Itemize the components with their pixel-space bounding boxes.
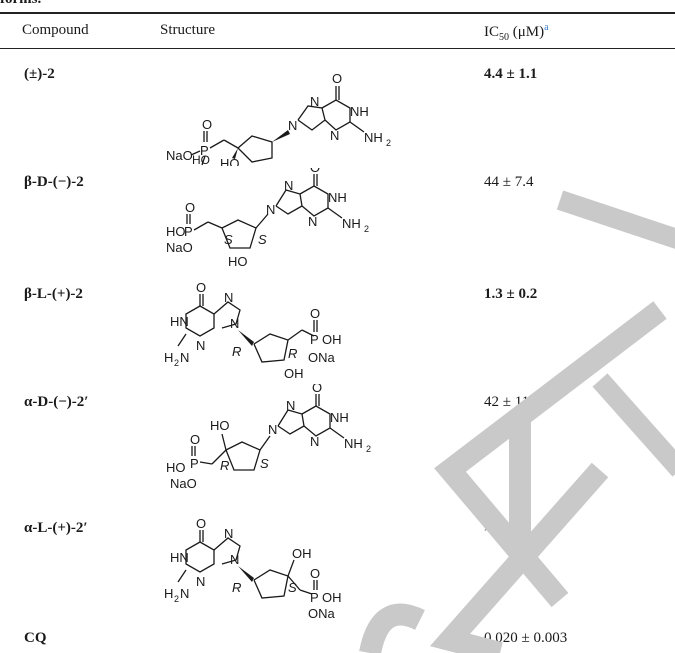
compound-name-row5: α-L-(+)-2′ <box>24 520 88 536</box>
svg-text:HN: HN <box>170 550 189 565</box>
svg-text:O: O <box>196 516 206 531</box>
header-ic50: IC50 (μM)a <box>484 22 549 43</box>
svg-text:HO: HO <box>210 418 230 433</box>
svg-text:P: P <box>200 143 209 158</box>
header-ic50-subscript: 50 <box>499 32 509 43</box>
ic50-value-row5: >100 <box>484 520 515 536</box>
svg-text:H: H <box>164 586 173 601</box>
svg-text:O: O <box>310 566 320 581</box>
svg-text:2: 2 <box>366 444 371 454</box>
svg-text:O: O <box>196 280 206 295</box>
compound-name-row1: (±)-2 <box>24 66 55 82</box>
svg-text:N: N <box>230 552 239 567</box>
ic50-value-row6: 0.020 ± 0.003 <box>484 630 568 646</box>
svg-text:O: O <box>185 200 195 215</box>
svg-text:NH: NH <box>330 410 349 425</box>
svg-text:N: N <box>230 316 239 331</box>
svg-text:N: N <box>180 350 189 365</box>
svg-text:N: N <box>196 338 205 353</box>
svg-text:O: O <box>312 384 322 395</box>
svg-text:2: 2 <box>364 224 369 234</box>
footnote-marker: a <box>544 22 549 33</box>
svg-text:N: N <box>268 422 277 437</box>
header-ic50-unit: (μM) <box>509 24 545 40</box>
svg-text:HO: HO <box>192 153 210 166</box>
table-header-rule <box>0 48 675 49</box>
svg-text:N: N <box>288 118 297 133</box>
svg-text:N: N <box>180 586 189 601</box>
svg-text:N: N <box>308 214 317 229</box>
svg-text:ONa: ONa <box>308 606 336 621</box>
svg-text:2: 2 <box>174 594 179 604</box>
svg-text:2: 2 <box>386 138 391 148</box>
svg-text:R: R <box>288 346 297 361</box>
svg-text:O: O <box>310 168 320 175</box>
ic50-value-row2: 44 ± 7.4 <box>484 174 534 190</box>
svg-text:NH: NH <box>350 104 369 119</box>
svg-text:NH: NH <box>344 436 363 451</box>
ic50-value-row4: 42 ± 11.6 <box>484 394 541 410</box>
svg-text:NaO: NaO <box>170 476 197 491</box>
svg-text:OH: OH <box>322 332 342 347</box>
svg-text:N: N <box>310 434 319 449</box>
header-ic50-main: IC <box>484 24 499 40</box>
svg-text:P: P <box>190 456 199 471</box>
svg-text:NH: NH <box>364 130 383 145</box>
svg-text:P: P <box>310 590 319 605</box>
svg-text:NH: NH <box>328 190 347 205</box>
ic50-value-row3: 1.3 ± 0.2 <box>484 286 538 302</box>
compound-name-row2: β-D-(−)-2 <box>24 174 84 190</box>
svg-text:N: N <box>286 398 295 413</box>
svg-text:N: N <box>266 202 275 217</box>
svg-text:R: R <box>232 580 241 595</box>
svg-text:R: R <box>232 344 241 359</box>
svg-text:HN: HN <box>170 314 189 329</box>
svg-text:2: 2 <box>174 358 179 368</box>
svg-text:P: P <box>184 224 193 239</box>
svg-text:O: O <box>310 306 320 321</box>
header-compound: Compound <box>22 22 89 38</box>
svg-text:OH: OH <box>292 546 312 561</box>
compound-name-row4: α-D-(−)-2′ <box>24 394 89 410</box>
svg-text:N: N <box>330 128 339 143</box>
svg-text:HO: HO <box>166 224 186 239</box>
svg-text:OH: OH <box>322 590 342 605</box>
svg-text:H: H <box>164 350 173 365</box>
compound-name-row3: β-L-(+)-2 <box>24 286 83 302</box>
svg-text:N: N <box>224 526 233 541</box>
svg-text:N: N <box>310 94 319 109</box>
preceding-caption-fragment: forms. <box>0 0 41 8</box>
svg-text:R: R <box>220 458 229 473</box>
svg-text:HO: HO <box>220 156 240 166</box>
svg-text:OH: OH <box>284 366 304 381</box>
svg-text:ONa: ONa <box>308 350 336 365</box>
header-structure: Structure <box>160 22 215 38</box>
svg-text:NH: NH <box>342 216 361 231</box>
svg-text:N: N <box>284 178 293 193</box>
svg-text:N: N <box>196 574 205 589</box>
structure-row2: HO P O NaO S HO S N N O NH N NH2 <box>166 168 369 269</box>
svg-text:S: S <box>224 232 233 247</box>
svg-text:NaO: NaO <box>166 240 193 255</box>
svg-text:P: P <box>310 332 319 347</box>
svg-text:O: O <box>332 71 342 86</box>
svg-text:S: S <box>260 456 269 471</box>
compound-name-row6: CQ <box>24 630 47 646</box>
svg-text:S: S <box>258 232 267 247</box>
svg-text:S: S <box>288 580 297 595</box>
svg-text:O: O <box>202 117 212 132</box>
table-top-rule <box>0 12 675 14</box>
svg-text:O: O <box>190 432 200 447</box>
svg-text:HO: HO <box>228 254 248 269</box>
ic50-value-row1: 4.4 ± 1.1 <box>484 66 538 82</box>
svg-text:N: N <box>224 290 233 305</box>
svg-text:NaO: NaO <box>166 148 193 163</box>
svg-text:HO: HO <box>166 460 186 475</box>
